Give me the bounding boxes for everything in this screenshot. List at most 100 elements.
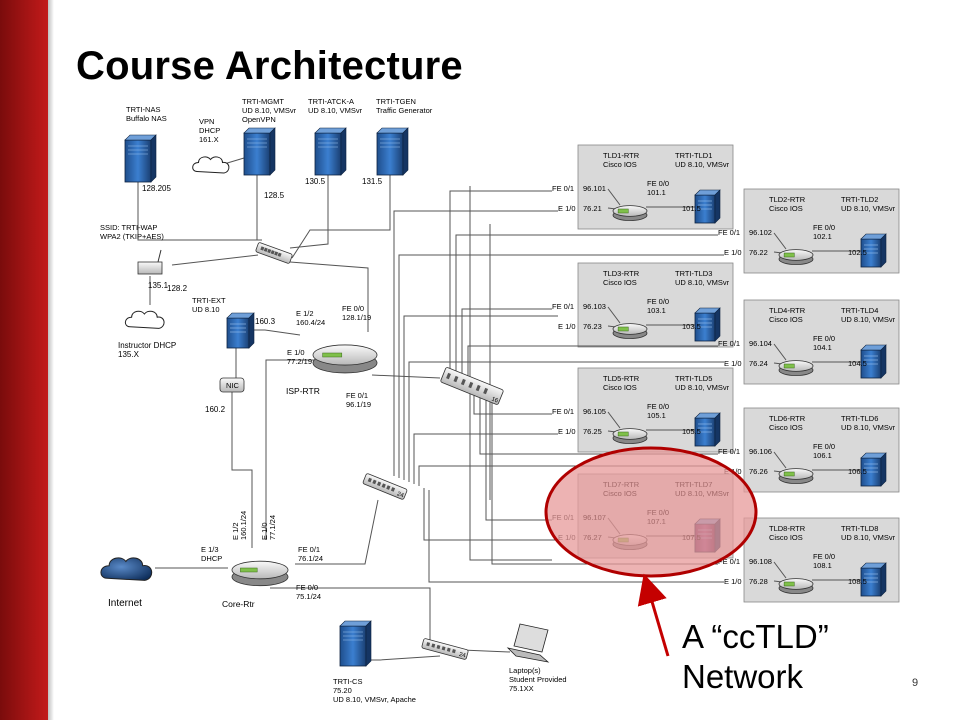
router-top bbox=[231, 560, 289, 580]
server-side bbox=[880, 233, 887, 268]
switch-port bbox=[390, 487, 396, 492]
diagram-label: 135.1 bbox=[148, 281, 169, 290]
tld-router-icon bbox=[612, 323, 648, 339]
diagram-label: TRTI-TGEN bbox=[376, 97, 416, 106]
diagram-label: 96.108 bbox=[749, 557, 772, 566]
server-atck bbox=[314, 127, 347, 176]
switch-port-count: 24 bbox=[396, 491, 405, 499]
server-nas bbox=[124, 134, 157, 183]
diagram-label: FE 0/1 bbox=[718, 557, 740, 566]
router-port-strip bbox=[783, 471, 795, 477]
fe01-uplink bbox=[485, 390, 552, 521]
diagram-label: 101.1 bbox=[647, 188, 666, 197]
diagram-label: DHCP bbox=[201, 554, 222, 563]
server-side bbox=[880, 562, 887, 597]
diagram-label: UD 8.10, VMSvr bbox=[841, 315, 896, 324]
network-link bbox=[371, 374, 441, 379]
diagram-label: Cisco IOS bbox=[603, 383, 637, 392]
diagram-label: 130.5 bbox=[305, 177, 326, 186]
nic-icon bbox=[219, 377, 245, 393]
diagram-label: Laptop(s) bbox=[509, 666, 541, 675]
diagram-label: E 1/0 bbox=[558, 427, 576, 436]
sidebar-accent-bar bbox=[0, 0, 48, 720]
diagram-label: 160.2 bbox=[205, 405, 226, 414]
diagram-label: FE 0/0 bbox=[647, 402, 669, 411]
switch-port bbox=[446, 647, 451, 652]
switch-port bbox=[453, 375, 459, 383]
diagram-label: TRTI-CS bbox=[333, 677, 362, 686]
network-link bbox=[249, 329, 301, 336]
switch-port bbox=[381, 483, 386, 489]
switch-port bbox=[267, 248, 272, 254]
diagram-label: 103.5 bbox=[682, 322, 701, 331]
diagram-label: TLD2-RTR bbox=[769, 195, 806, 204]
diagram-label: FE 0/0 bbox=[647, 297, 669, 306]
diagram-label: OpenVPN bbox=[242, 115, 276, 124]
diagram-label: 75.1/24 bbox=[296, 592, 321, 601]
callout-line-2: Network bbox=[682, 658, 804, 695]
diagram-label: UD 8.10, VMSvr bbox=[841, 533, 896, 542]
diagram-label: E 1/0 bbox=[260, 522, 269, 540]
diagram-label: UD 8.10, VMSvr, Apache bbox=[333, 695, 416, 704]
tld-internal-link bbox=[773, 561, 787, 579]
tld-router-icon bbox=[778, 578, 814, 594]
switch-port bbox=[475, 384, 481, 392]
router-port-strip bbox=[783, 252, 795, 258]
tld-internal-link bbox=[773, 343, 787, 361]
diagram-label: 76.22 bbox=[749, 248, 768, 257]
laptop-base bbox=[506, 647, 550, 663]
diagram-label: 135.X bbox=[118, 350, 140, 359]
diagram-label: Internet bbox=[108, 598, 142, 609]
wiring bbox=[137, 157, 861, 661]
distribution-switch-24: 24 bbox=[362, 473, 408, 500]
diagram-label: TRTI-TLD2 bbox=[841, 195, 878, 204]
server-cs bbox=[339, 620, 372, 667]
server-side bbox=[269, 127, 276, 176]
diagram-label: Cisco IOS bbox=[603, 278, 637, 287]
callout-text: A “ccTLD” Network bbox=[682, 617, 829, 697]
switch-port bbox=[274, 251, 279, 256]
router-top bbox=[612, 428, 648, 440]
router-port-strip bbox=[783, 363, 795, 369]
diagram-label: TLD8-RTR bbox=[769, 524, 806, 533]
internet-cloud-icon bbox=[100, 557, 153, 581]
router-port-strip bbox=[783, 581, 795, 587]
server-side bbox=[714, 189, 721, 224]
e10-uplink bbox=[408, 361, 724, 482]
diagram-label: E 1/0 bbox=[558, 204, 576, 213]
diagram-label: 96.1/19 bbox=[346, 400, 371, 409]
server-side bbox=[880, 344, 887, 379]
diagram-label: FE 0/1 bbox=[718, 447, 740, 456]
diagram-label: TLD6-RTR bbox=[769, 414, 806, 423]
diagram-label: E 1/0 bbox=[724, 359, 742, 368]
diagram-label: 106.1 bbox=[813, 451, 832, 460]
network-link bbox=[461, 649, 511, 653]
tld-server-icon bbox=[860, 452, 887, 487]
diagram-label: Cisco IOS bbox=[603, 160, 637, 169]
diagram-label: 105.5 bbox=[682, 427, 701, 436]
tld-internal-link bbox=[607, 306, 621, 324]
diagram-label: 76.26 bbox=[749, 467, 768, 476]
cctld-highlight-ellipse bbox=[544, 446, 758, 578]
diagram-label: FE 0/1 bbox=[552, 407, 574, 416]
tld-internal-link bbox=[773, 232, 787, 250]
diagram-label: FE 0/0 bbox=[296, 583, 318, 592]
diagram-label: TRTI-NAS bbox=[126, 105, 160, 114]
diagram-label: 128.5 bbox=[264, 191, 285, 200]
tld-router-icon bbox=[778, 249, 814, 265]
diagram-label: 96.102 bbox=[749, 228, 772, 237]
diagram-label: 103.1 bbox=[647, 306, 666, 315]
diagram-label: UD 8.10, VMSvr bbox=[675, 160, 730, 169]
instructor-cloud-icon bbox=[124, 310, 165, 329]
router-port-strip bbox=[322, 352, 343, 358]
diagram-label: TLD1-RTR bbox=[603, 151, 640, 160]
diagram-label: Cisco IOS bbox=[769, 423, 803, 432]
server-mgmt bbox=[243, 127, 276, 176]
callout-arrow bbox=[637, 573, 670, 657]
diagram-label: TRTI-TLD1 bbox=[675, 151, 712, 160]
diagram-label: Buffalo NAS bbox=[126, 114, 167, 123]
diagram-label: UD 8.10, VMSvr bbox=[675, 383, 730, 392]
switch-port bbox=[260, 246, 265, 251]
server-side bbox=[880, 452, 887, 487]
